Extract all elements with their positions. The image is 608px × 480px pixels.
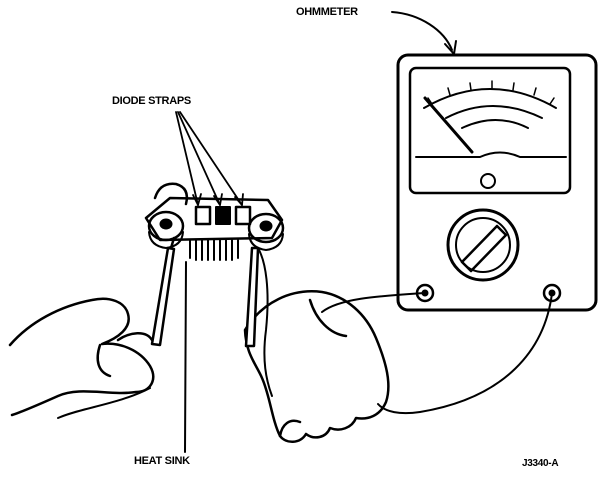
left-test-probe xyxy=(150,246,176,347)
test-lead-wire-left xyxy=(321,292,426,313)
right-probe-lead xyxy=(257,247,273,397)
diode-assembly xyxy=(144,182,285,261)
right-terminal-stack xyxy=(248,233,284,251)
meter-scale-arc xyxy=(423,88,557,109)
right-terminal-hole xyxy=(259,220,273,232)
selector-knob-inner xyxy=(455,217,511,273)
heat-sink-callout xyxy=(184,261,187,453)
diode-strap-1 xyxy=(194,205,212,226)
selector-knob xyxy=(446,208,520,282)
meter-face xyxy=(408,66,572,195)
ohmmeter xyxy=(396,53,598,312)
right-test-probe xyxy=(244,246,260,348)
meter-scale-ticks xyxy=(427,80,555,105)
zero-adjust-screw xyxy=(480,173,496,189)
ohmmeter-label: OHMMETER xyxy=(296,6,358,18)
positive-terminal xyxy=(542,283,562,303)
heat-sink-label: HEAT SINK xyxy=(134,455,190,467)
meter-scale-arc xyxy=(461,119,529,129)
ohmmeter-callout xyxy=(391,11,457,55)
meter-needle xyxy=(423,96,474,154)
meter-scale-arc xyxy=(445,105,543,119)
meter-dial-base xyxy=(415,151,567,158)
right-terminal-ring xyxy=(247,212,285,244)
left-terminal-stack xyxy=(148,231,184,249)
left-hand xyxy=(8,297,155,417)
diode-straps-label: DIODE STRAPS xyxy=(112,95,191,107)
ohmmeter-case xyxy=(396,53,598,312)
left-probe-tip xyxy=(169,236,176,250)
diode-strap-3 xyxy=(234,205,252,226)
left-terminal-hole xyxy=(159,218,173,230)
right-hand xyxy=(243,290,390,443)
heat-sink-fins xyxy=(189,239,239,261)
selector-knob-grip xyxy=(460,224,508,273)
diode-strap-2 xyxy=(215,206,231,225)
test-lead-wire-right xyxy=(377,292,553,415)
diode-bump xyxy=(153,182,189,206)
left-terminal-ring xyxy=(147,210,185,242)
diode-straps-callouts xyxy=(175,111,244,206)
figure-id: J3340-A xyxy=(522,458,559,469)
